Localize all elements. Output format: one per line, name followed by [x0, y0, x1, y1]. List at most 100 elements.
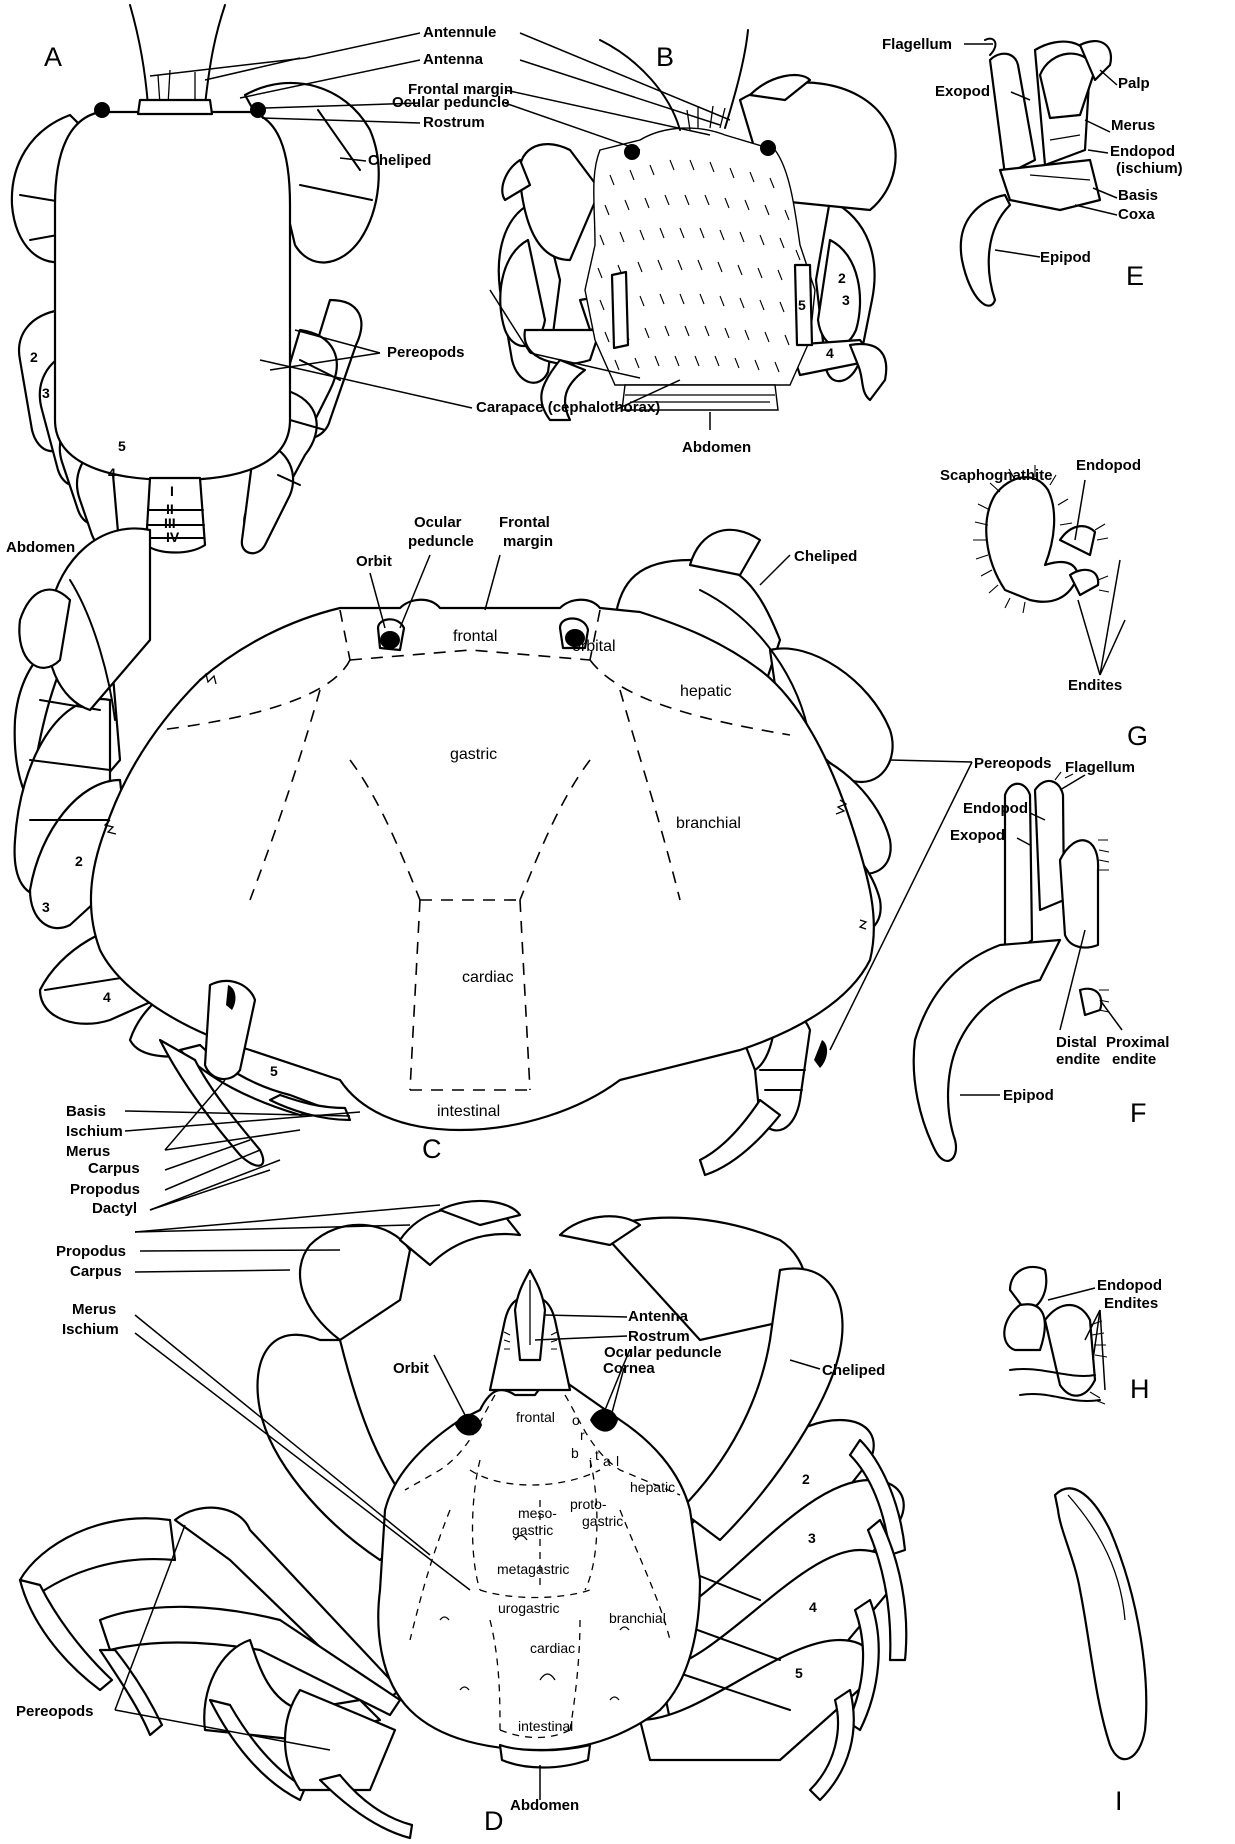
label-c-basis: Basis	[66, 1103, 106, 1120]
d-region-r: r	[580, 1427, 585, 1443]
d-region-meso-2: gastric	[512, 1522, 553, 1538]
c-region-branchial: branchial	[676, 815, 741, 832]
label-c-frontal-1: Frontal	[499, 514, 550, 531]
d-region-intestinal: intestinal	[518, 1718, 573, 1734]
label-e-epipod: Epipod	[1040, 249, 1091, 266]
panel-g-maxilla	[973, 465, 1109, 613]
panel-d-crab-dorsal	[20, 1201, 906, 1838]
d-region-l: l	[616, 1453, 619, 1469]
panel-h-labels: Endopod Endites	[1097, 1277, 1162, 1312]
c-region-orbital: orbital	[572, 638, 616, 655]
label-f-epipod: Epipod	[1003, 1087, 1054, 1104]
panel-i-letter: I	[1115, 1786, 1123, 1816]
label-f-proximal-endite: endite	[1112, 1051, 1156, 1068]
panel-b-letter: B	[656, 42, 674, 72]
panel-a-letter: A	[44, 42, 62, 72]
d-leg-4: 4	[809, 1599, 817, 1615]
b-leg-2: 2	[838, 270, 846, 286]
c-leg-2: 2	[75, 853, 83, 869]
panel-d-letter: D	[484, 1806, 504, 1836]
label-abdomen-b: Abdomen	[682, 439, 751, 456]
panel-g-letter: G	[1127, 721, 1148, 751]
label-e-endopod: Endopod	[1110, 143, 1175, 160]
panel-a-carapace	[55, 112, 290, 480]
label-d-rostrum: Rostrum	[628, 1328, 690, 1345]
c-leg-5: 5	[270, 1063, 278, 1079]
label-d-cornea: Cornea	[603, 1360, 655, 1377]
panel-h-letter: H	[1130, 1374, 1150, 1404]
label-f-exopod: Exopod	[950, 827, 1005, 844]
a-seg-1: I	[170, 483, 174, 499]
d-region-t: t	[595, 1447, 599, 1463]
b-leg-3: 3	[842, 292, 850, 308]
label-c-ocular-1: Ocular	[414, 514, 462, 531]
label-d-abdomen: Abdomen	[510, 1797, 579, 1814]
label-antennule: Antennule	[423, 24, 496, 41]
c-region-cardiac: cardiac	[462, 969, 514, 986]
label-rostrum: Rostrum	[423, 114, 485, 131]
a-leg-2: 2	[30, 349, 38, 365]
label-d-pereopods: Pereopods	[16, 1703, 94, 1720]
c-region-intestinal: intestinal	[437, 1103, 500, 1120]
label-d-ischium: Ischium	[62, 1321, 119, 1338]
c-region-gastric: gastric	[450, 746, 497, 763]
panel-c-crab-dorsal	[15, 528, 893, 1175]
panel-i-appendage	[1055, 1488, 1146, 1759]
label-e-flagellum: Flagellum	[882, 36, 952, 53]
label-cheliped-a: Cheliped	[368, 152, 431, 169]
label-d-ocular-peduncle: Ocular peduncle	[604, 1344, 722, 1361]
label-g-scaphognathite: Scaphognathite	[940, 467, 1053, 484]
panel-f-letter: F	[1130, 1098, 1147, 1128]
label-d-orbit: Orbit	[393, 1360, 429, 1377]
panel-a-crab-dorsal	[12, 5, 379, 553]
label-e-exopod: Exopod	[935, 83, 990, 100]
label-ocular-peduncle: Ocular peduncle	[392, 94, 510, 111]
label-c-merus: Merus	[66, 1143, 110, 1160]
label-antenna: Antenna	[423, 51, 484, 68]
label-c-carpus: Carpus	[88, 1160, 140, 1177]
label-d-antenna: Antenna	[628, 1308, 689, 1325]
label-e-coxa: Coxa	[1118, 206, 1155, 223]
c-leg-3: 3	[42, 899, 50, 915]
d-region-i: i	[589, 1455, 592, 1471]
label-c-dactyl: Dactyl	[92, 1200, 137, 1217]
a-leg-4: 4	[108, 465, 116, 481]
d-leg-2: 2	[802, 1471, 810, 1487]
label-e-merus: Merus	[1111, 117, 1155, 134]
label-c-orbit: Orbit	[356, 553, 392, 570]
d-region-b: b	[571, 1445, 579, 1461]
panel-c-eye-left	[380, 631, 400, 649]
c-region-frontal: frontal	[453, 628, 497, 645]
label-e-basis: Basis	[1118, 187, 1158, 204]
d-region-proto-1: proto-	[570, 1496, 607, 1512]
label-e-palp: Palp	[1118, 75, 1150, 92]
d-region-urogastric: urogastric	[498, 1600, 559, 1616]
label-h-endites: Endites	[1104, 1295, 1158, 1312]
label-pereopods-a: Pereopods	[387, 344, 465, 361]
d-region-a: a	[603, 1453, 611, 1469]
label-a-abdomen: Abdomen	[6, 539, 75, 556]
d-region-cardiac: cardiac	[530, 1640, 575, 1656]
label-f-proximal: Proximal	[1106, 1034, 1169, 1051]
label-c-ischium: Ischium	[66, 1123, 123, 1140]
label-c-ocular-2: peduncle	[408, 533, 474, 550]
label-e-ischium: (ischium)	[1116, 160, 1183, 177]
label-g-endites: Endites	[1068, 677, 1122, 694]
d-leg-5: 5	[795, 1665, 803, 1681]
label-f-endopod: Endopod	[963, 800, 1028, 817]
label-c-cheliped: Cheliped	[794, 548, 857, 565]
d-region-meso-1: meso-	[518, 1505, 557, 1521]
label-d-cheliped: Cheliped	[822, 1362, 885, 1379]
label-d-propodus: Propodus	[56, 1243, 126, 1260]
b-leg-4: 4	[826, 345, 834, 361]
label-d-merus: Merus	[72, 1301, 116, 1318]
a-leg-3: 3	[42, 385, 50, 401]
d-leg-3: 3	[808, 1530, 816, 1546]
panel-b-crab-dorsal-hairy	[499, 30, 896, 420]
label-f-distal: Distal	[1056, 1034, 1097, 1051]
label-carapace: Carapace (cephalothorax)	[476, 399, 660, 416]
panel-c-letter: C	[422, 1134, 442, 1164]
label-d-carpus: Carpus	[70, 1263, 122, 1280]
d-region-o: o	[572, 1412, 580, 1428]
